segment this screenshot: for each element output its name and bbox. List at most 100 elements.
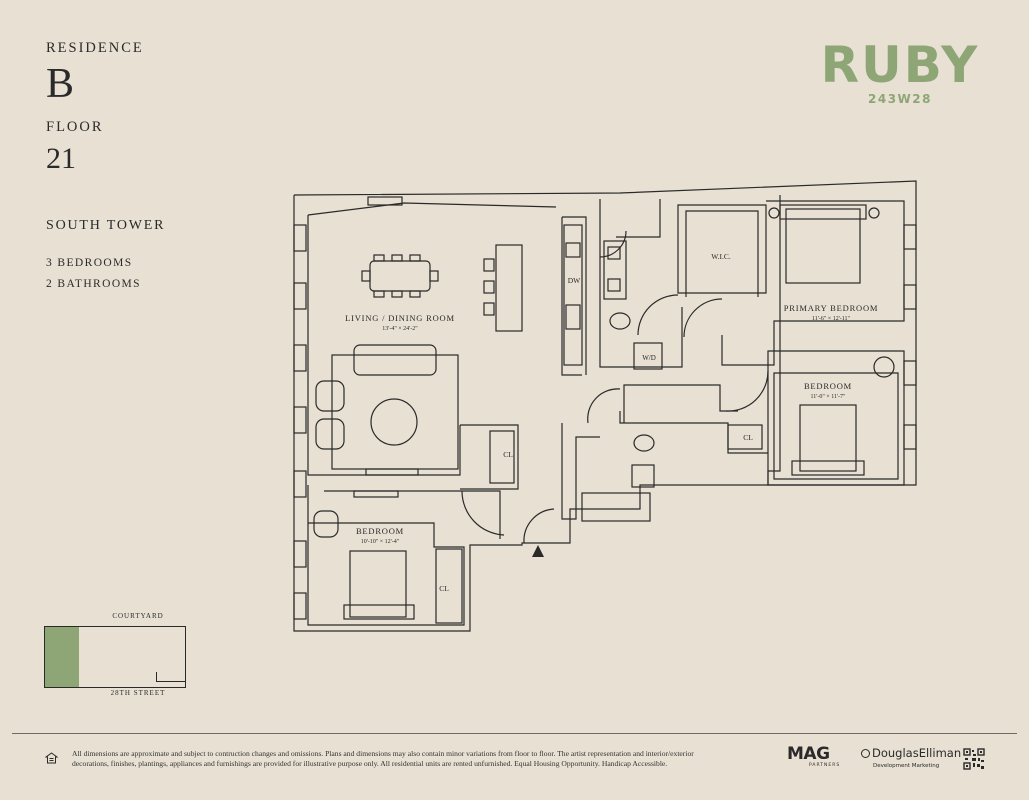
sink-1a: [607, 246, 621, 260]
brand-name: RUBY: [820, 36, 980, 94]
wall-bath-1: [599, 199, 683, 368]
window-6: [293, 470, 307, 498]
bed-2: [799, 404, 857, 472]
tower-name: SOUTH TOWER: [46, 218, 166, 233]
de-logo-text: DouglasElliman: [861, 747, 961, 760]
media-console: [365, 468, 419, 476]
door-swing-4: [683, 298, 723, 338]
wall-bedroom3: [307, 485, 465, 626]
sink-2: [631, 464, 655, 488]
rug: [331, 354, 459, 470]
wall-bath-2-b: [619, 411, 768, 454]
primary-nightstand-r: [868, 207, 880, 219]
bedroom-3-label: BEDROOM: [356, 526, 404, 536]
window-12: [903, 424, 917, 450]
window-1: [367, 196, 403, 206]
wall-top-inner: [307, 202, 557, 216]
range: [565, 304, 581, 330]
bedroom-2-label: BEDROOM: [804, 381, 852, 391]
residence-label: RESIDENCE: [46, 40, 144, 56]
bedroom-count: 3 BEDROOMS: [46, 257, 133, 269]
bedroom-3-dims: 10'-10" × 12'-4": [361, 539, 400, 545]
door-swing-1: [461, 490, 505, 536]
primary-bed: [785, 208, 861, 284]
bedroom-2-dims: 11'-0" × 11'-7": [811, 394, 847, 400]
bar-stools: [483, 258, 495, 316]
window-7: [293, 540, 307, 568]
primary-bedroom-label: PRIMARY BEDROOM: [784, 303, 879, 313]
window-5: [293, 406, 307, 434]
floor-plan: LIVING / DINING ROOM 13'-4" × 24'-2" PRI…: [293, 180, 917, 632]
armchair-2: [315, 418, 345, 450]
dining-chairs: [361, 254, 439, 298]
floor-label: FLOOR: [46, 119, 104, 135]
mag-logo-sub: PARTNERS: [809, 763, 841, 768]
mag-logo-text: MAG: [787, 744, 830, 764]
key-plan: COURTYARD 28TH STREET: [44, 612, 194, 702]
sink: [565, 242, 581, 258]
wall-wic: [677, 204, 767, 294]
sink-1b: [607, 278, 621, 292]
wall-bath-1-b: [616, 199, 661, 238]
kitchen-island: [495, 244, 523, 332]
door-swing-6: [725, 370, 769, 412]
window-2: [293, 224, 307, 252]
closet-3-label: CL: [439, 584, 449, 593]
dining-table: [369, 260, 431, 292]
door-swing-2: [523, 508, 555, 544]
brand-address: 243W28: [868, 92, 932, 106]
kitchen-counter: [563, 224, 583, 366]
wall-bedroom2-inner: [773, 372, 899, 480]
window-10: [903, 284, 917, 310]
bedroom-3-chair: [313, 510, 339, 538]
key-plan-unit-highlight: [45, 627, 79, 687]
wall-closet-1: [460, 424, 519, 490]
window-3: [293, 282, 307, 310]
door-swing-5: [637, 294, 679, 336]
bathtub: [581, 492, 651, 522]
residence-letter: B: [46, 61, 75, 107]
closet-1-label: CL: [503, 450, 513, 459]
legal-disclaimer: All dimensions are approximate and subje…: [72, 749, 694, 768]
street-label: 28TH STREET: [110, 689, 166, 697]
armchair-1: [315, 380, 345, 412]
closet-1: [489, 430, 515, 484]
wic-label: W.I.C.: [711, 252, 731, 261]
courtyard-label: COURTYARD: [112, 612, 164, 620]
living-room-label: LIVING / DINING ROOM: [345, 313, 455, 323]
wall-kitchen: [562, 216, 587, 375]
bed-3: [349, 550, 407, 618]
equal-housing-icon: [45, 752, 58, 764]
window-9: [903, 224, 917, 250]
window-8: [293, 592, 307, 620]
closet-2-label: CL: [743, 433, 753, 442]
residence-info: RESIDENCE B FLOOR 21: [46, 40, 266, 174]
closet-2: [727, 424, 763, 450]
vanity-1: [603, 240, 627, 300]
footer-divider: [12, 733, 1017, 734]
entry-arrow-icon: [532, 545, 544, 557]
door-swing-3: [587, 388, 621, 424]
brand-logo: RUBY 243W28: [812, 40, 988, 106]
wall-bath-2: [561, 423, 600, 520]
exterior-outline: [293, 195, 768, 632]
de-logo-sub: Development Marketing: [873, 762, 940, 769]
bedroom-2-chair: [873, 356, 895, 378]
bathroom-count: 2 BATHROOMS: [46, 278, 141, 290]
primary-nightstand-l: [768, 207, 780, 219]
mag-partners-logo: MAG PARTNERS: [787, 744, 841, 769]
closet-3: [435, 548, 463, 624]
sofa: [353, 344, 437, 376]
toilet-1: [609, 312, 631, 330]
key-plan-building: [44, 626, 186, 688]
qr-code-icon: [963, 748, 985, 770]
window-4: [293, 344, 307, 372]
toilet-2: [633, 434, 655, 452]
washer-dryer: [633, 342, 663, 370]
window-11: [903, 360, 917, 386]
douglas-elliman-logo: DouglasElliman Development Marketing: [861, 747, 961, 769]
coffee-table: [370, 398, 418, 446]
floor-number: 21: [46, 142, 76, 175]
primary-bedroom-dims: 11'-6" × 12'-11": [812, 316, 851, 322]
bed-2-footboard: [791, 460, 865, 476]
